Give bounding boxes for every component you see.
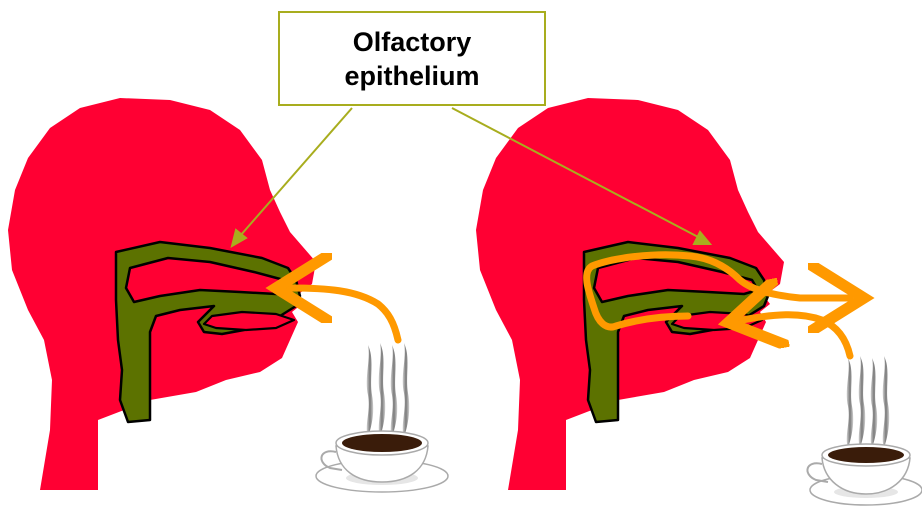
label-line-2: epithelium — [344, 59, 479, 93]
steam-left — [367, 343, 409, 437]
airflow-arrow-left — [290, 288, 398, 340]
head-left — [8, 98, 316, 490]
label-line-1: Olfactory — [353, 25, 472, 59]
olfactory-epithelium-label: Olfactory epithelium — [278, 11, 546, 106]
steam-right — [847, 356, 889, 448]
coffee-cup-right — [807, 444, 922, 505]
head-right — [476, 98, 784, 490]
coffee-cup-left — [316, 431, 448, 492]
